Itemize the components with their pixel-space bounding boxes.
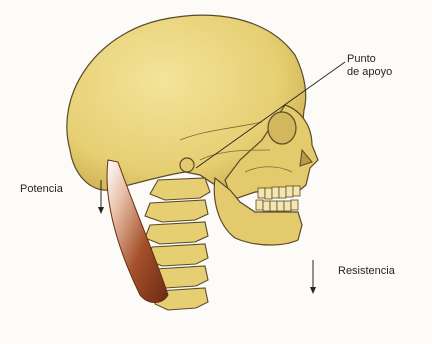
pivot-label: Punto de apoyo [347,53,392,79]
lower-teeth [256,200,298,211]
upper-teeth [258,186,300,199]
power-label: Potencia [20,183,63,196]
resistance-arrow-icon [310,260,316,294]
resistance-label: Resistencia [338,265,395,278]
pivot-joint [180,158,194,172]
pivot-label-line2: de apoyo [347,66,392,79]
pivot-label-line1: Punto [347,53,392,66]
eye-socket [268,112,296,144]
